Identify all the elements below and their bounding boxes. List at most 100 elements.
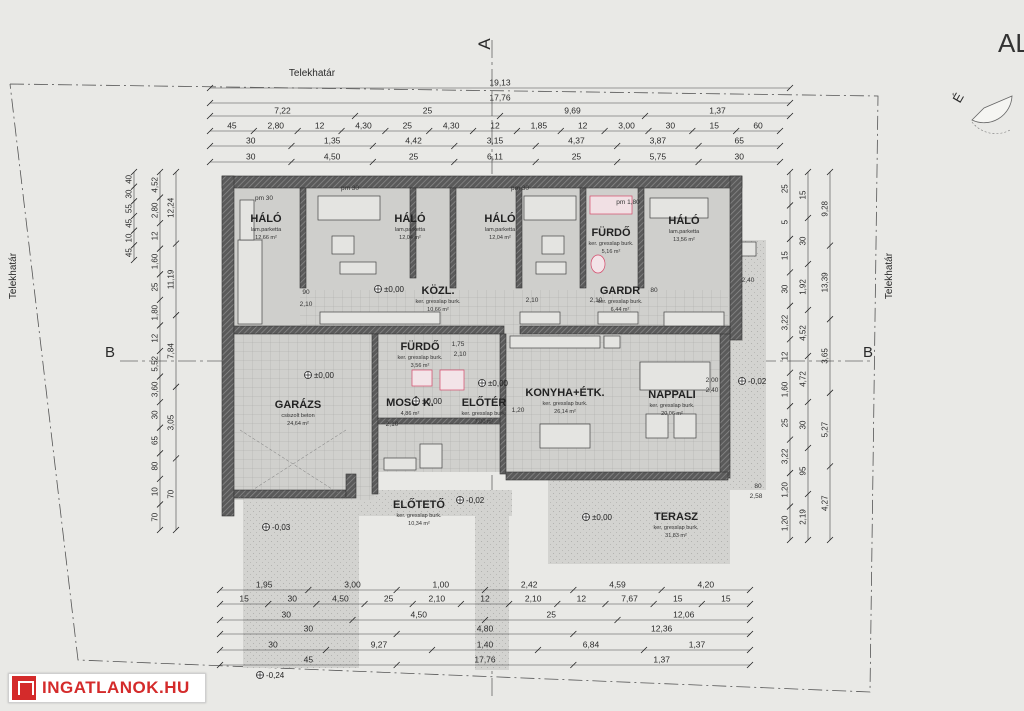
dimension-value: 2,42 xyxy=(521,580,538,590)
dimension-value: 3,00 xyxy=(618,121,635,131)
level-value: ±0,00 xyxy=(314,371,335,380)
dimension-value: 9,27 xyxy=(371,640,388,650)
dimension-value: 25 xyxy=(423,106,433,116)
house-logo-icon xyxy=(12,676,36,700)
section-marker-a: A xyxy=(475,38,494,50)
dimension-chain-bottom: 45 17,76 1,37 xyxy=(216,655,754,669)
dimension-value: 12 xyxy=(490,121,500,131)
dimension-value: 45 xyxy=(125,218,134,227)
room-floor: ker. gresslap burk. xyxy=(654,525,699,531)
interior-dimension: 2,10 xyxy=(526,297,539,304)
dimension-value: 12 xyxy=(480,594,490,604)
room-name: HÁLÓ xyxy=(484,212,516,225)
dimension-value: 5,75 xyxy=(650,152,667,162)
interior-dimension: 90 xyxy=(302,289,310,296)
furniture xyxy=(237,195,757,471)
dimension-value: 30 xyxy=(246,136,256,146)
room-label: KONYHA+ÉTK.ker. gresslap burk.26,14 m² xyxy=(525,386,604,415)
dimension-value: 30 xyxy=(799,420,808,429)
dimension-value: 80 xyxy=(151,461,160,470)
dimension-value: 25 xyxy=(781,184,790,193)
dimension-value: 30 xyxy=(151,410,160,419)
dimension-value: 1,60 xyxy=(781,381,790,397)
dimension-value: 9,28 xyxy=(821,200,830,216)
dimension-value: 12 xyxy=(151,231,160,240)
dimension-value: 95 xyxy=(799,466,808,475)
dimension-value: 6,84 xyxy=(583,640,600,650)
dimension-value: 60 xyxy=(753,121,763,131)
dimension-value: 4,80 xyxy=(477,624,494,634)
dimension-value: 4,52 xyxy=(151,176,160,192)
interior-dimension: 80 xyxy=(650,287,658,294)
dimension-value: 11,19 xyxy=(167,269,176,289)
dimension-value: 25 xyxy=(781,418,790,427)
dimension-value: 3,87 xyxy=(650,136,667,146)
room-floor: lam.parketta xyxy=(669,229,700,235)
dimension-value: 12,06 xyxy=(673,610,695,620)
dimension-value: 30 xyxy=(304,624,314,634)
level-markers: ±0,00±0,00±0,00±0,00-0,02-0,03-0,02±0,00… xyxy=(256,285,767,680)
dimension-value: 7,22 xyxy=(274,106,291,116)
interior-dimension: 2,10 xyxy=(300,301,313,308)
dimension-value: 17,76 xyxy=(474,655,496,665)
room-area: 4,86 m² xyxy=(401,411,420,417)
dimension-value: 2,10 xyxy=(525,594,542,604)
dimension-value: 1,60 xyxy=(151,253,160,269)
dimension-value: 4,27 xyxy=(821,495,830,511)
dimension-value: 3,22 xyxy=(781,448,790,464)
dimension-value: 65 xyxy=(151,436,160,445)
room-name: GARÁZS xyxy=(275,398,321,411)
dimension-value: 1,20 xyxy=(781,481,790,497)
room-floor: ker. gresslap burk. xyxy=(650,403,695,409)
dimension-value: 1,37 xyxy=(689,640,706,650)
dimension-value: 1,85 xyxy=(531,121,548,131)
dimension-value: 12 xyxy=(151,333,160,342)
level-value: ±0,00 xyxy=(422,397,443,406)
dimension-value: 10 xyxy=(125,233,134,242)
level-marker: ±0,00 xyxy=(374,285,405,294)
dimension-value: 1,37 xyxy=(653,655,670,665)
room-area: 20,06 m² xyxy=(661,411,683,417)
room-area: 3,56 m² xyxy=(411,363,430,369)
level-marker: ±0,00 xyxy=(478,379,509,388)
level-marker: -0,03 xyxy=(262,523,291,532)
dimension-value: 30 xyxy=(735,152,745,162)
plot-boundary-label: Telekhatár xyxy=(8,252,19,299)
dimension-value: 2,80 xyxy=(151,202,160,218)
section-marker-b: B xyxy=(863,344,873,361)
dimension-value: 30 xyxy=(246,152,256,162)
dimension-value: 17,76 xyxy=(489,93,511,103)
plot-boundary-label: Telekhatár xyxy=(289,68,336,79)
dimension-value: 4,30 xyxy=(355,121,372,131)
dimension-value: 3,05 xyxy=(167,414,176,430)
room-area: 26,14 m² xyxy=(554,409,576,415)
dimension-value: 15 xyxy=(799,190,808,199)
level-marker: ±0,00 xyxy=(304,371,335,380)
level-marker: -0,24 xyxy=(256,671,285,680)
dimension-value: 45 xyxy=(304,655,314,665)
interior-dimension: 80 xyxy=(754,483,762,490)
dimension-value: 70 xyxy=(167,489,176,498)
room-name: ELŐTÉR xyxy=(462,396,507,409)
dimension-value: 30 xyxy=(288,594,298,604)
dimension-value: 1,20 xyxy=(781,515,790,531)
room-name: HÁLÓ xyxy=(394,212,426,225)
dimension-value: 4,37 xyxy=(568,136,585,146)
dimension-value: 1,00 xyxy=(433,580,450,590)
dimension-value: 3,15 xyxy=(487,136,504,146)
dimension-value: 15 xyxy=(673,594,683,604)
dimension-value: 4,50 xyxy=(410,610,427,620)
level-value: -0,24 xyxy=(266,671,285,680)
section-marker-b: B xyxy=(105,344,115,361)
interior-dimension: pm 30 xyxy=(511,185,529,192)
